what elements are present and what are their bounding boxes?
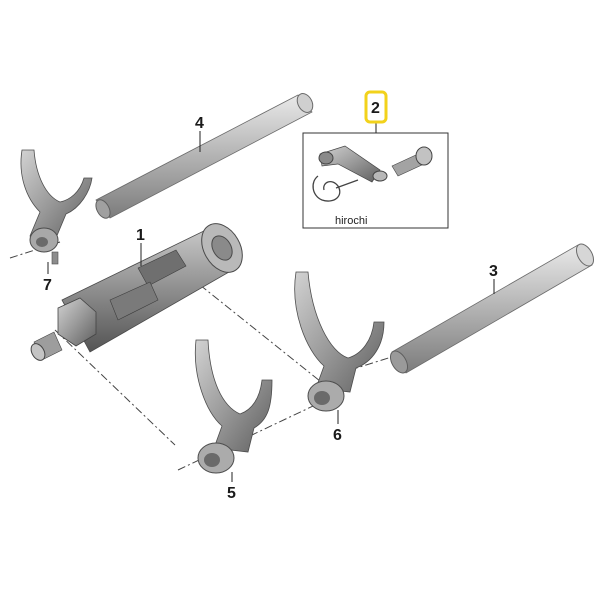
- watermark-text: hirochi: [335, 215, 367, 227]
- callout-4: 4: [195, 115, 204, 132]
- shift-fork-right: [294, 271, 385, 412]
- shift-fork-shaft-long: [389, 243, 595, 374]
- shift-fork-shaft-upper: [95, 93, 314, 219]
- callout-5: 5: [227, 485, 236, 502]
- shift-fork-left: [20, 149, 93, 265]
- callout-7: 7: [43, 277, 52, 294]
- shift-fork-lower: [194, 339, 273, 474]
- callout-2-highlight: [364, 90, 388, 124]
- callout-1: 1: [136, 227, 145, 244]
- shift-drum: [30, 223, 243, 361]
- callout-3: 3: [489, 263, 498, 280]
- leader-lines: [47, 123, 495, 482]
- callouts: 4 2 1 3 7 6 5: [43, 100, 498, 502]
- callout-6: 6: [333, 427, 342, 444]
- detent-lever-kit-inset: hirochi: [302, 132, 449, 229]
- callout-2: 2: [371, 100, 380, 117]
